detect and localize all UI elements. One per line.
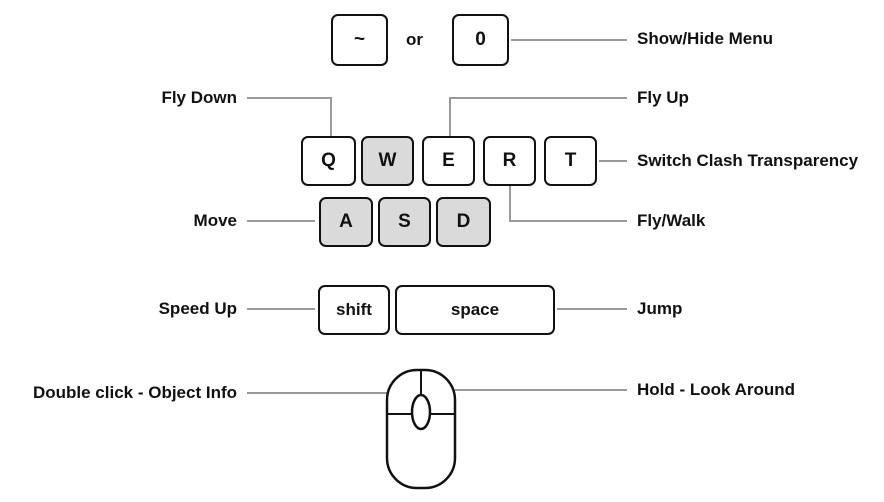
connector-fly-walk-h — [509, 220, 627, 222]
key-space: space — [395, 285, 555, 335]
label-fly-walk: Fly/Walk — [637, 211, 706, 230]
connector-fly-up-h — [449, 97, 627, 99]
label-speed-up: Speed Up — [158, 299, 237, 318]
connector-double-click — [247, 392, 387, 394]
connector-fly-up-v — [449, 97, 451, 136]
key-t: T — [544, 136, 597, 186]
label-show-hide-menu: Show/Hide Menu — [637, 29, 773, 48]
label-hold-look-around: Hold - Look Around — [637, 380, 796, 399]
label-double-click-object-info: Double click - Object Info — [32, 383, 237, 402]
key-w: W — [361, 136, 414, 186]
connector-show-hide-menu — [511, 39, 627, 41]
mouse-illustration — [383, 366, 459, 492]
key-zero: 0 — [452, 14, 509, 66]
key-q: Q — [301, 136, 356, 186]
key-tilde: ~ — [331, 14, 388, 66]
key-d: D — [436, 197, 491, 247]
or-text: or — [406, 30, 423, 49]
key-s: S — [378, 197, 431, 247]
connector-jump — [557, 308, 627, 310]
key-a: A — [319, 197, 373, 247]
connector-hold-look-around — [455, 389, 627, 391]
label-jump: Jump — [637, 299, 683, 318]
label-switch-clash-transparency: Switch Clash Transparency — [637, 151, 859, 170]
connector-fly-down-v — [330, 97, 332, 136]
connector-move — [247, 220, 315, 222]
connector-switch-clash — [599, 160, 627, 162]
connector-fly-down-h — [247, 97, 332, 99]
label-fly-up: Fly Up — [637, 88, 689, 107]
connector-fly-walk-v — [509, 186, 511, 222]
label-fly-down: Fly Down — [161, 88, 237, 107]
key-shift: shift — [318, 285, 390, 335]
key-e: E — [422, 136, 475, 186]
mouse-icon — [385, 368, 457, 490]
connector-speed-up — [247, 308, 315, 310]
label-move: Move — [193, 211, 237, 230]
key-r: R — [483, 136, 536, 186]
